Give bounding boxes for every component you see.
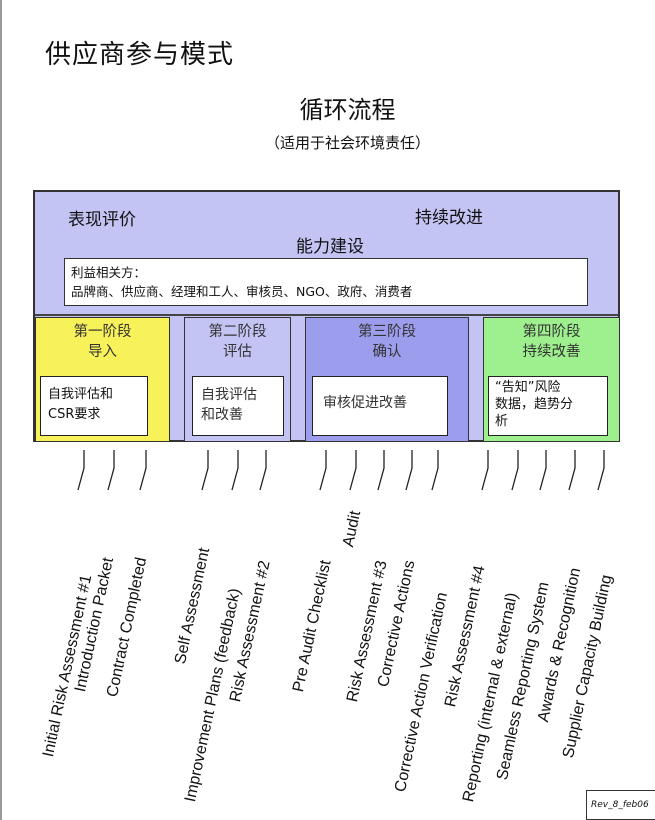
performance-eval-label: 表现评价 (68, 210, 136, 230)
page-heading: 供应商参与模式 (45, 40, 235, 70)
phase-1-box: 第一阶段 导入 自我评估和 CSR要求 (35, 317, 170, 442)
connector-line (405, 450, 413, 491)
phase-1-stage: 第一阶段 (73, 324, 132, 340)
capacity-building-label: 能力建设 (296, 237, 364, 257)
phase-1-detail-line-1: 自我评估和 (48, 387, 114, 402)
phase-3-detail: 审核促进改善 (312, 376, 448, 436)
phase-4-title: 第四阶段 持续改善 (484, 322, 619, 362)
phase-3-stage: 第三阶段 (358, 324, 416, 340)
phase-2-name: 评估 (223, 344, 252, 360)
phase-4-detail-line-3: 析 (495, 414, 509, 429)
phase-1-title: 第一阶段 导入 (36, 322, 169, 362)
connector-line (539, 450, 547, 491)
phase-2-detail-line-2: 和改善 (201, 407, 243, 423)
phase-4-stage: 第四阶段 (522, 324, 581, 340)
phase-3-title: 第三阶段 确认 (306, 322, 468, 362)
stakeholders-list: 品牌商、供应商、经理和工人、审核员、NGO、政府、消费者 (71, 284, 413, 299)
phase-4-detail: “告知”风险 数据，趋势分 析 (488, 376, 608, 436)
phase-4-detail-line-2: 数据，趋势分 (495, 397, 574, 412)
connector-line (377, 450, 385, 491)
connector-line (77, 450, 85, 491)
connector-line (231, 450, 239, 491)
phase-divider (35, 314, 618, 316)
connector-line (107, 450, 115, 491)
connector-line (319, 450, 327, 491)
diagram-title: 循环流程 (299, 96, 396, 124)
connector-line (597, 450, 605, 491)
continuous-improvement-label: 持续改进 (415, 208, 483, 228)
connector-line (349, 450, 357, 491)
diagram-subtitle: （适用于社会环境责任） (264, 134, 430, 152)
phase-3-detail-line-1: 审核促进改善 (323, 395, 407, 411)
connector-line (139, 450, 147, 491)
connector-line (568, 450, 576, 491)
phase-1-detail: 自我评估和 CSR要求 (40, 376, 148, 436)
phase-4-name: 持续改善 (522, 344, 581, 360)
phase-4-box: 第四阶段 持续改善 “告知”风险 数据，趋势分 析 (483, 317, 620, 442)
stakeholders-heading: 利益相关方： (71, 265, 147, 280)
phase-2-detail-line-1: 自我评估 (201, 387, 257, 403)
phase-2-detail: 自我评估 和改善 (192, 376, 284, 436)
phase-2-title: 第二阶段 评估 (185, 322, 290, 362)
connector-line (511, 450, 519, 491)
connector-line (259, 450, 267, 491)
phase-1-detail-line-2: CSR要求 (48, 407, 101, 422)
phase-3-name: 确认 (372, 344, 402, 360)
stakeholders-box: 利益相关方： 品牌商、供应商、经理和工人、审核员、NGO、政府、消费者 (64, 258, 588, 306)
revision-label: Rev_8_feb06 (586, 790, 655, 820)
connector-line (201, 450, 209, 491)
connector-line (481, 450, 489, 491)
phase-1-name: 导入 (88, 344, 117, 360)
connector-line (431, 450, 439, 491)
phase-3-box: 第三阶段 确认 审核促进改善 (305, 317, 469, 442)
phase-2-box: 第二阶段 评估 自我评估 和改善 (184, 317, 291, 442)
left-border-rule (0, 0, 2, 820)
phase-4-detail-line-1: “告知”风险 (495, 380, 561, 395)
phase-2-stage: 第二阶段 (208, 324, 267, 340)
